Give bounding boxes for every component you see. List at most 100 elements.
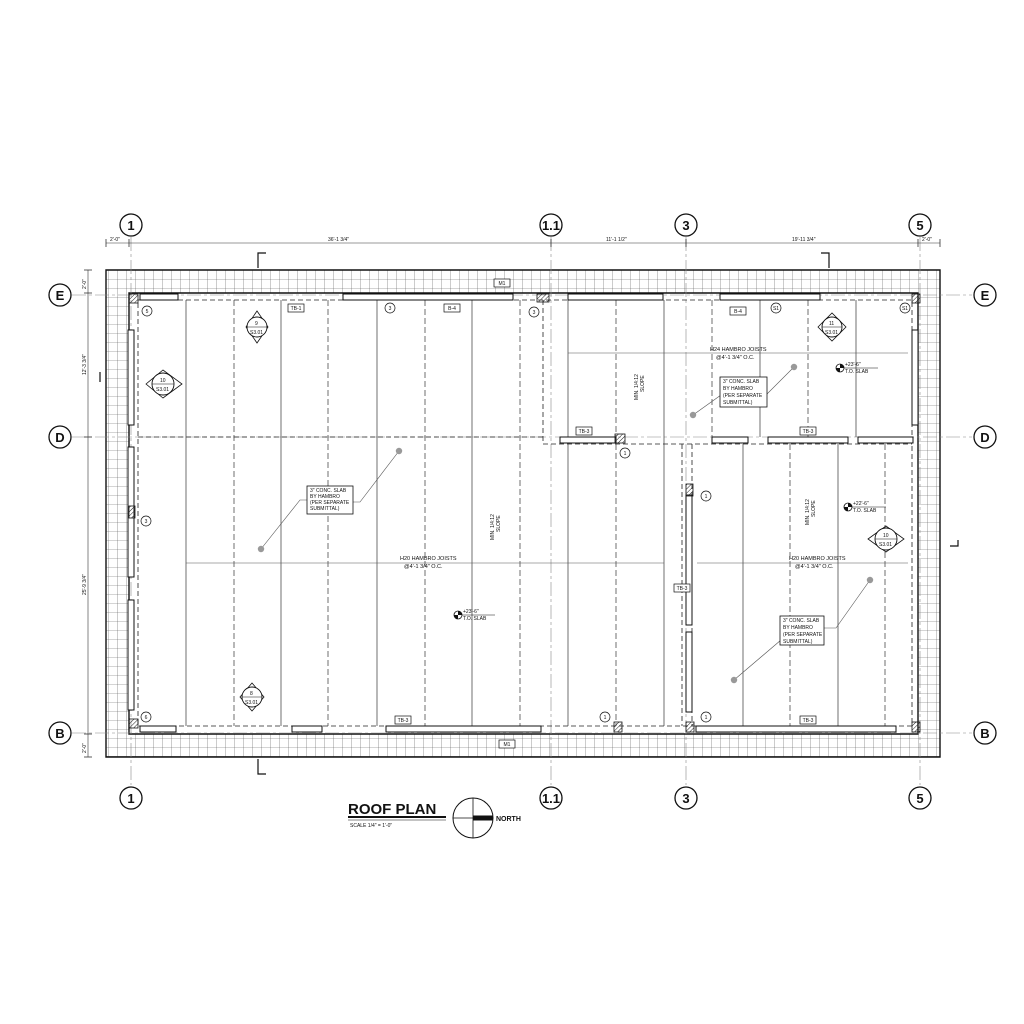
svg-text:MIN. 1/4:12: MIN. 1/4:12 — [634, 374, 640, 400]
grid-bubbles-right: E D B — [973, 283, 997, 745]
section-mark-10-right: 10 S3.01 — [867, 525, 905, 553]
beam-tag-box — [498, 739, 516, 749]
svg-text:19'-11 3/4": 19'-11 3/4" — [792, 237, 816, 243]
column-tag-label: 1 — [624, 451, 627, 457]
joist-lines — [185, 300, 886, 726]
elev-target-upper-right: +23'-6" T.O. SLAB — [835, 362, 878, 375]
leader-lines — [260, 366, 871, 681]
column-tag-circle — [599, 711, 611, 723]
beam-lines — [137, 299, 913, 727]
svg-text:11: 11 — [829, 321, 834, 327]
svg-text:E: E — [56, 288, 65, 303]
column-tag-label: 5 — [146, 309, 149, 315]
column-tag-label: 1 — [705, 715, 708, 721]
svg-text:1.1: 1.1 — [542, 791, 560, 806]
svg-text:S3.01: S3.01 — [250, 330, 263, 336]
svg-text:SUBMITTAL): SUBMITTAL) — [783, 639, 813, 645]
slab-note-lower-right: 3" CONC. SLAB BY HAMBRO (PER SEPARATE SU… — [779, 615, 825, 646]
column-tag-circle — [140, 711, 152, 723]
svg-text:10: 10 — [883, 533, 889, 539]
svg-text:10: 10 — [160, 378, 166, 384]
drawing-title: ROOF PLAN SCALE 1/4" = 1'-0" NORTH — [348, 797, 521, 839]
svg-text:1: 1 — [127, 218, 134, 233]
svg-text:3" CONC. SLAB: 3" CONC. SLAB — [783, 618, 820, 624]
svg-text:T.O. SLAB: T.O. SLAB — [845, 369, 869, 375]
svg-text:11'-1 1/2": 11'-1 1/2" — [606, 237, 627, 243]
north-label: NORTH — [496, 816, 521, 823]
svg-text:H20 HAMBRO JOISTS: H20 HAMBRO JOISTS — [789, 556, 846, 562]
svg-text:2'-0": 2'-0" — [82, 279, 88, 289]
svg-text:(PER SEPARATE: (PER SEPARATE — [310, 500, 350, 506]
svg-text:(PER SEPARATE: (PER SEPARATE — [783, 632, 823, 638]
svg-text:E: E — [981, 288, 990, 303]
column-tag-label: 1 — [705, 494, 708, 500]
svg-text:BY HAMBRO: BY HAMBRO — [783, 625, 813, 631]
svg-text:1.1: 1.1 — [542, 218, 560, 233]
beam-tag-box — [575, 426, 593, 436]
column-tag-label: 3 — [533, 310, 536, 316]
beam-tag-label: M1 — [504, 742, 511, 748]
elev-target-left: +23'-6" T.O. SLAB — [453, 609, 495, 622]
svg-text:BY HAMBRO: BY HAMBRO — [723, 386, 753, 392]
grid-bubbles-bottom: 1 1.1 3 5 — [119, 786, 932, 810]
column-tag-circle — [770, 302, 782, 314]
section-mark-8: 8 S3.01 — [239, 682, 265, 712]
beam-tag-box — [493, 278, 511, 288]
svg-text:S3.01: S3.01 — [245, 700, 258, 706]
svg-text:5: 5 — [916, 791, 923, 806]
beam-tag-label: TB-3 — [398, 718, 409, 724]
beam-tag-label: B-4 — [734, 309, 742, 315]
column-tag-label: 3 — [145, 519, 148, 525]
svg-text:@4'-1 3/4" O.C.: @4'-1 3/4" O.C. — [404, 564, 443, 570]
section-mark-9: 9 S3.01 — [245, 310, 269, 344]
grid-bubbles-top: 1 1.1 3 5 — [119, 213, 932, 237]
dimension-top: 2'-0" 36'-1 3/4" 11'-1 1/2" 19'-11 3/4" … — [105, 237, 941, 247]
slope-label-upper: MIN. 1/4:12 SLOPE — [634, 374, 646, 400]
svg-text:3" CONC. SLAB: 3" CONC. SLAB — [310, 488, 347, 494]
svg-text:H24 HAMBRO JOISTS: H24 HAMBRO JOISTS — [710, 347, 767, 353]
svg-text:3: 3 — [682, 791, 689, 806]
svg-text:H20 HAMBRO JOISTS: H20 HAMBRO JOISTS — [400, 556, 457, 562]
title-text: ROOF PLAN — [348, 801, 436, 818]
beam-tag-label: TB-3 — [803, 429, 814, 435]
section-cut-markers — [99, 252, 959, 775]
svg-text:SLOPE: SLOPE — [811, 500, 817, 517]
svg-text:36'-1 3/4": 36'-1 3/4" — [328, 237, 349, 243]
dimension-left: 2'-0" 12'-3 3/4" 25'-9 3/4" 2'-0" — [82, 269, 92, 758]
svg-text:SLOPE: SLOPE — [640, 375, 646, 392]
column-tag-circle — [528, 306, 540, 318]
column-tag-circle — [700, 490, 712, 502]
beam-tag-box — [799, 426, 817, 436]
svg-text:2'-0": 2'-0" — [110, 237, 120, 243]
svg-text:@4'-1 3/4" O.C.: @4'-1 3/4" O.C. — [716, 355, 755, 361]
svg-text:SUBMITTAL): SUBMITTAL) — [723, 400, 753, 406]
beam-tag-box — [673, 583, 691, 593]
beam-tag-box — [394, 715, 412, 725]
beam-tag-label: TB-3 — [677, 586, 688, 592]
wall-segments — [127, 293, 919, 733]
section-mark-10-left: 10 S3.01 — [145, 369, 183, 399]
svg-text:9: 9 — [255, 321, 258, 327]
slab-note-upper-right: 3" CONC. SLAB BY HAMBRO (PER SEPARATE SU… — [719, 376, 768, 408]
svg-text:3: 3 — [682, 218, 689, 233]
svg-text:S3.01: S3.01 — [825, 330, 838, 336]
joist-label-lower-right: H20 HAMBRO JOISTS @4'-1 3/4" O.C. — [789, 556, 846, 570]
svg-text:+23'-6": +23'-6" — [845, 362, 861, 368]
section-mark-11: 11 S3.01 — [817, 312, 847, 342]
beam-tag-box — [729, 306, 747, 316]
beam-tag-box — [799, 715, 817, 725]
column-tag-label: 3 — [389, 306, 392, 312]
elev-target-lower-right: +22'-6" T.O. SLAB — [843, 501, 886, 514]
column-tag-label: S1 — [902, 306, 908, 312]
slope-label-left: MIN. 1/4:12 SLOPE — [490, 514, 502, 540]
svg-text:B: B — [55, 726, 64, 741]
beam-tag-label: TB-3 — [579, 429, 590, 435]
svg-text:1: 1 — [127, 791, 134, 806]
column-tag-circle — [619, 447, 631, 459]
column-tag-circle — [141, 305, 153, 317]
svg-text:3" CONC. SLAB: 3" CONC. SLAB — [723, 379, 760, 385]
svg-text:BY HAMBRO: BY HAMBRO — [310, 494, 340, 500]
svg-text:8: 8 — [250, 691, 253, 697]
